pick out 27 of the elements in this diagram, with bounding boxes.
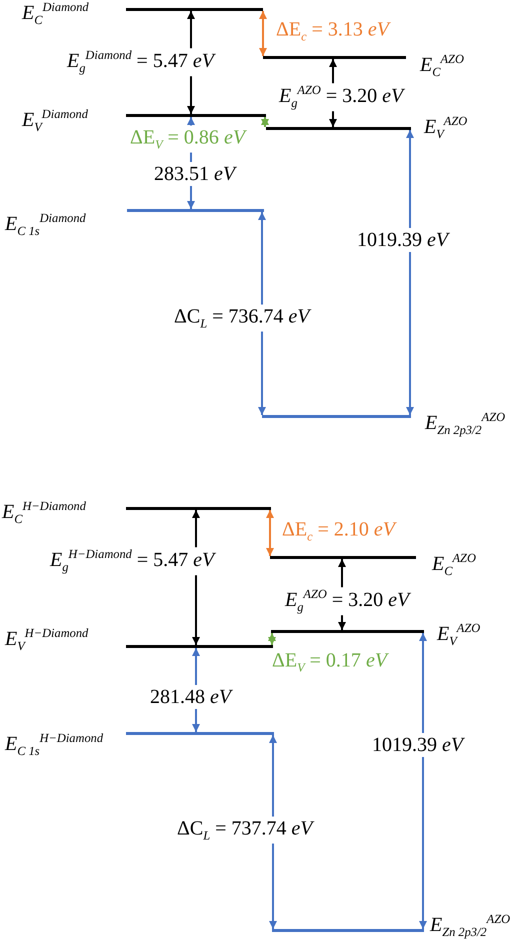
energy-level-line xyxy=(126,507,271,510)
energy-level-line xyxy=(262,415,411,418)
edge-label: E$_{g}$$^{AZO}$ = 3.20 eV xyxy=(277,83,406,111)
energy-level-line xyxy=(263,56,406,59)
energy-level-line xyxy=(271,630,424,633)
edge-label: 281.48 eV xyxy=(148,685,234,709)
energy-level-line xyxy=(266,127,411,130)
edge-label: ΔC$_{L}$ = 736.74 eV xyxy=(172,304,312,332)
double-arrow xyxy=(266,510,274,556)
edge-label: ΔE$_{V}$ = 0.86 eV xyxy=(128,126,248,152)
edge-label: ΔC$_{L}$ = 737.74 eV xyxy=(175,816,314,844)
edge-label: E$_{g}$$^{AZO}$ = 3.20 eV xyxy=(283,587,412,615)
edge-label: E$_{g}$$^{Diamond}$ = 5.47 eV xyxy=(65,48,216,76)
energy-level-line xyxy=(127,209,264,212)
energy-level-line xyxy=(270,556,416,559)
double-arrow xyxy=(261,117,269,127)
energy-level-line xyxy=(126,732,274,735)
energy-level-line xyxy=(126,8,263,11)
double-arrow xyxy=(406,130,414,415)
energy-level-line xyxy=(126,645,273,648)
double-arrow xyxy=(419,633,427,929)
edge-label: E$_{g}$$^{H−Diamond}$ = 5.47 eV xyxy=(48,547,216,575)
edge-label: 283.51 eV xyxy=(152,162,238,186)
double-arrow xyxy=(268,633,276,645)
energy-level-line xyxy=(126,114,266,117)
energy-level-line xyxy=(272,929,424,932)
double-arrow xyxy=(259,11,267,56)
